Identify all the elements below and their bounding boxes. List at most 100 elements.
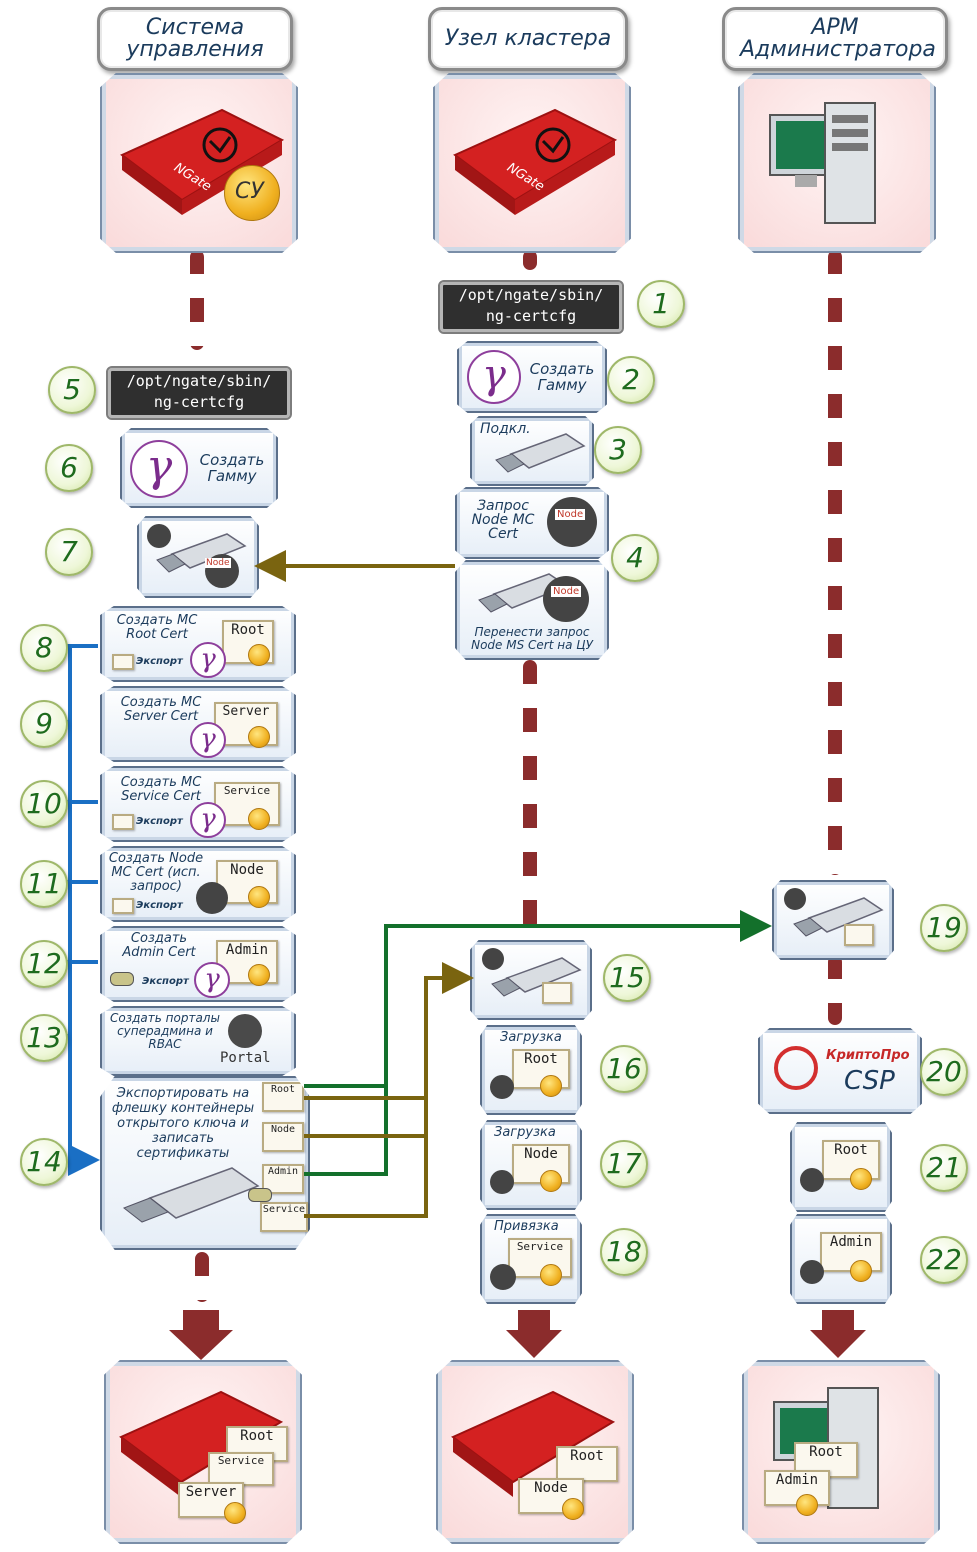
step-2-label: Создать Гамму bbox=[529, 360, 595, 394]
cu-command-line-2: ng-certcfg bbox=[153, 393, 245, 411]
step-3-label: Подкл. bbox=[480, 421, 531, 437]
blue-bracket-line bbox=[68, 644, 100, 1176]
step-6-create-gamma: γ Создать Гамму bbox=[120, 428, 278, 508]
tile-arm-computer bbox=[738, 73, 936, 253]
down-arrow-node bbox=[506, 1310, 562, 1358]
step-number-12: 12 bbox=[20, 940, 68, 988]
root-cert-icon: Root bbox=[262, 1082, 304, 1112]
cert-seal-icon bbox=[540, 1170, 562, 1192]
cert-seal-icon bbox=[540, 1075, 562, 1097]
usb-upload-icon bbox=[490, 1170, 514, 1194]
step-10-label: Создать МС Service Cert bbox=[120, 775, 202, 804]
cert-seal-icon bbox=[248, 964, 270, 986]
server-cert-text: Server bbox=[185, 1484, 237, 1500]
cert-seal-icon bbox=[248, 886, 270, 908]
root-cert-text: Root bbox=[240, 1428, 274, 1444]
usb-upload-icon bbox=[784, 888, 806, 910]
step-number-15: 15 bbox=[603, 954, 651, 1002]
gamma-icon: γ bbox=[190, 642, 226, 678]
header-cluster-node: Узел кластера bbox=[428, 7, 628, 71]
step-number-19: 19 bbox=[920, 904, 968, 952]
step-number-21: 21 bbox=[920, 1144, 968, 1192]
admin-cert-icon: Admin bbox=[764, 1470, 830, 1506]
step-8-create-root: Создать МС Root Cert Root γ Экспорт bbox=[100, 606, 296, 682]
cert-seal-icon bbox=[540, 1264, 562, 1286]
tile-cu-result: Root Service Server bbox=[104, 1360, 302, 1544]
step-3-connect-usb: Подкл. bbox=[470, 416, 594, 486]
step-7-usb-with-request: Node bbox=[137, 516, 259, 598]
portal-icon bbox=[228, 1014, 262, 1048]
down-arrow-cu bbox=[169, 1310, 233, 1360]
workstation-icon bbox=[769, 102, 876, 224]
step-22-admin-arm: Admin bbox=[790, 1214, 892, 1304]
step-15-usb-node bbox=[470, 940, 592, 1020]
cu-command-line-1: /opt/ngate/sbin/ bbox=[126, 372, 272, 390]
tile-cu-device: NGate СУ bbox=[100, 73, 298, 253]
root-cert-text: Root bbox=[570, 1448, 604, 1464]
node-request-icon bbox=[543, 576, 589, 622]
step-number-18: 18 bbox=[600, 1228, 648, 1276]
chain-link-icon bbox=[490, 1264, 516, 1290]
step-9-label: Создать МС Server Cert bbox=[120, 695, 202, 724]
dashed-line-cu-top bbox=[190, 250, 204, 350]
export-cert-icon bbox=[112, 814, 134, 830]
step-number-3: 3 bbox=[594, 426, 642, 474]
olive-service-line bbox=[304, 1098, 428, 1218]
step-number-4: 4 bbox=[611, 534, 659, 582]
server-cert-icon: Server bbox=[178, 1482, 244, 1518]
cert-seal-icon bbox=[224, 1502, 246, 1524]
step-number-11: 11 bbox=[20, 860, 68, 908]
gamma-icon: γ bbox=[130, 440, 188, 498]
step-6-label: Создать Гамму bbox=[199, 451, 265, 485]
step-number-6: 6 bbox=[45, 444, 93, 492]
header-cluster-node-label: Узел кластера bbox=[444, 26, 612, 51]
step-4-request-node-cert: Запрос Node MC Cert Node bbox=[455, 487, 609, 559]
step-number-10: 10 bbox=[20, 780, 68, 828]
step-number-22: 22 bbox=[920, 1236, 968, 1284]
usb-flash-icon bbox=[156, 533, 247, 573]
step-12-export-label: Экспорт bbox=[142, 976, 189, 987]
node-cert-text: Node bbox=[534, 1480, 568, 1496]
usb-flash-icon bbox=[495, 433, 586, 473]
step-number-13: 13 bbox=[20, 1014, 68, 1062]
dashed-line-arm-2 bbox=[828, 955, 842, 1025]
cryptopro-brand: КриптоПро bbox=[826, 1048, 910, 1063]
usb-upload-icon bbox=[800, 1168, 824, 1192]
header-admin-workstation-label: АРМ Администратора bbox=[740, 15, 936, 62]
service-cert-icon: Service bbox=[260, 1202, 308, 1232]
cert-seal-icon bbox=[562, 1498, 584, 1520]
usb-flash-icon bbox=[793, 897, 884, 937]
header-control-system: Система управления bbox=[97, 7, 293, 71]
node-cert-text: Node bbox=[524, 1146, 558, 1162]
key-icon bbox=[248, 1188, 272, 1202]
cryptopro-product: CSP bbox=[844, 1066, 895, 1096]
admin-cert-text: Admin bbox=[267, 1166, 299, 1177]
cu-command-box: /opt/ngate/sbin/ ng-certcfg bbox=[106, 366, 292, 420]
step-14-label: Экспортировать на флешку контейнеры откр… bbox=[111, 1086, 255, 1161]
key-icon bbox=[110, 972, 134, 986]
service-cert-icon: Service bbox=[208, 1452, 274, 1486]
step-19-usb-arm bbox=[772, 880, 894, 960]
root-cert-text: Root bbox=[270, 1084, 296, 1095]
step-12-create-admin: Создать Admin Cert Admin γ Экспорт bbox=[100, 926, 296, 1002]
step-21-root-arm: Root bbox=[790, 1122, 892, 1212]
olive-arrow-to-node bbox=[304, 962, 474, 1100]
node-request-tag: Node bbox=[555, 509, 586, 520]
root-cert-text: Root bbox=[834, 1142, 868, 1158]
node-request-tag: Node bbox=[551, 586, 582, 597]
node-cert-text: Node bbox=[230, 862, 264, 878]
green-admin-line bbox=[304, 1086, 388, 1176]
step-8-export-label: Экспорт bbox=[136, 656, 183, 667]
gamma-icon: γ bbox=[190, 722, 226, 758]
step-10-export-label: Экспорт bbox=[136, 816, 183, 827]
cert-seal-icon bbox=[248, 644, 270, 666]
green-arrow-to-arm bbox=[304, 910, 772, 1088]
header-admin-workstation: АРМ Администратора bbox=[722, 7, 948, 71]
cert-seal-icon bbox=[850, 1260, 872, 1282]
usb-flash-icon bbox=[491, 957, 582, 997]
dashed-line-node-mid bbox=[523, 660, 537, 930]
admin-cert-text: Admin bbox=[829, 1234, 873, 1250]
step-number-9: 9 bbox=[20, 700, 68, 748]
step-17-label: Загрузка bbox=[494, 1125, 556, 1140]
